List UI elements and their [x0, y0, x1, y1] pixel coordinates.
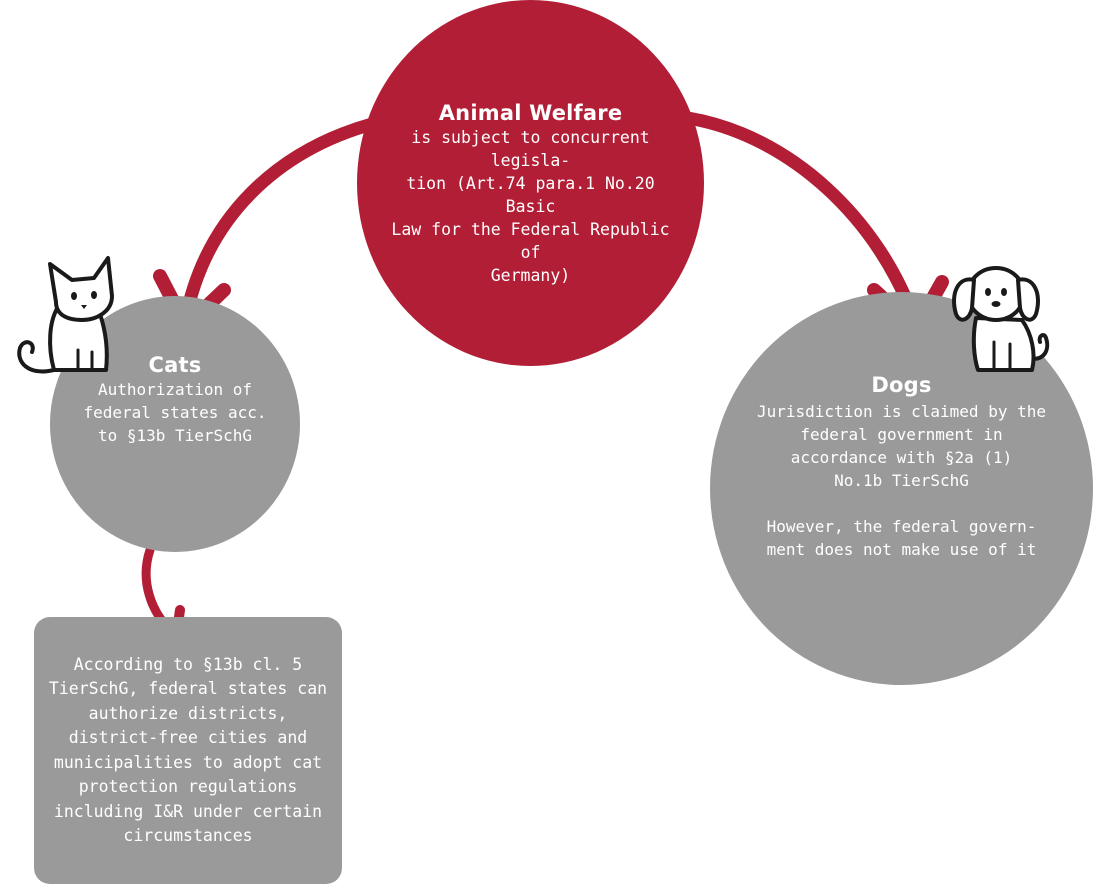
arrow-welfare-to-cats — [153, 117, 379, 333]
animal-welfare-text: is subject to concurrent legisla- tion (… — [391, 128, 670, 285]
dogs-text: Jurisdiction is claimed by the federal g… — [757, 402, 1046, 559]
cat-regulation-note-box: According to §13b cl. 5 TierSchG, federa… — [34, 617, 342, 884]
cats-text: Authorization of federal states acc. to … — [83, 380, 267, 445]
cats-title: Cats — [148, 353, 202, 377]
animal-welfare-title: Animal Welfare — [438, 101, 623, 125]
dogs-title: Dogs — [871, 373, 932, 397]
dog-icon — [952, 266, 1050, 372]
cat-regulation-note-text: According to §13b cl. 5 TierSchG, federa… — [48, 654, 328, 846]
cat-icon — [17, 256, 114, 374]
animal-welfare-node: Animal Welfare is subject to concurrent … — [357, 0, 704, 366]
